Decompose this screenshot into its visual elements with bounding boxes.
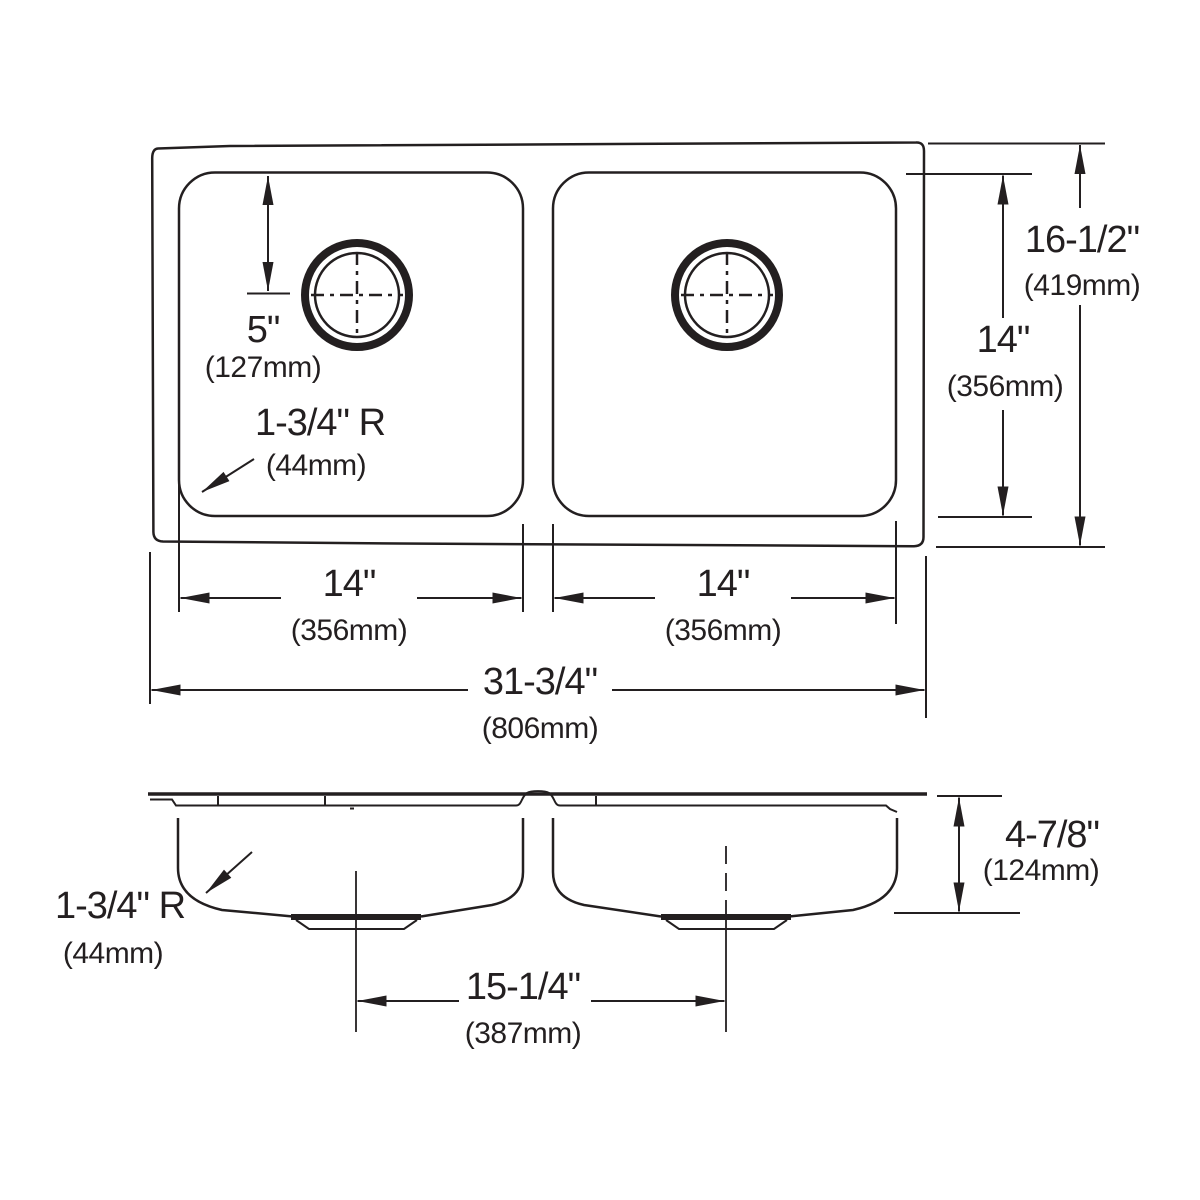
- dim-overall-depth: 16-1/2" (419mm): [928, 142, 1141, 548]
- left-bowl-left-wall: [176, 818, 294, 918]
- dim-bowl-height: 4-7/8" (124mm): [894, 795, 1100, 914]
- callout-corner-radius-side: 1-3/4" R (44mm): [55, 851, 253, 970]
- outer-rim-outline: [150, 141, 926, 548]
- drain-spacing-inches-label: 15-1/4": [466, 966, 580, 1008]
- side-radius-inches-label: 1-3/4" R: [55, 885, 185, 927]
- overall-depth-metric-label: (419mm): [1024, 269, 1141, 302]
- right-bowl-width-inches-label: 14": [697, 563, 750, 605]
- drain-offset-inches-label: 5": [247, 309, 280, 351]
- drain-offset-metric-label: (127mm): [205, 351, 322, 384]
- dim-bowl-depth: 14" (356mm): [906, 173, 1064, 518]
- rim-underside-left: [150, 798, 516, 807]
- right-bowl-width-metric-label: (356mm): [665, 614, 782, 647]
- bowl-depth-metric-label: (356mm): [947, 370, 1064, 403]
- left-bowl-right-wall: [420, 818, 525, 918]
- left-drain-inner-ring: [313, 251, 401, 339]
- corner-radius-leader-arrow: [201, 458, 255, 493]
- left-bowl-outline: [177, 171, 525, 518]
- rim-underside-right: [560, 804, 898, 813]
- right-bowl-left-wall: [551, 818, 662, 918]
- right-drain-inner-ring: [683, 251, 771, 339]
- left-bowl-width-metric-label: (356mm): [291, 614, 408, 647]
- corner-radius-metric-label: (44mm): [266, 449, 366, 482]
- left-drain-outer-ring: [301, 239, 413, 351]
- side-radius-leader-arrow: [205, 851, 253, 894]
- overall-width-inches-label: 31-3/4": [483, 661, 597, 703]
- right-bowl-right-wall: [788, 818, 899, 918]
- corner-radius-inches-label: 1-3/4" R: [255, 402, 385, 444]
- bowl-height-metric-label: (124mm): [983, 854, 1100, 887]
- dim-right-bowl-width: 14" (356mm): [554, 563, 895, 647]
- rim-divider-hump: [515, 790, 561, 807]
- dim-overall-width: 31-3/4" (806mm): [151, 661, 925, 745]
- top-view: 5" (127mm) 1-3/4" R (44mm) 16-1/2" (419m…: [149, 141, 1141, 745]
- right-drain-outer-ring: [671, 239, 783, 351]
- dim-left-bowl-width: 14" (356mm): [180, 563, 522, 647]
- side-radius-metric-label: (44mm): [63, 937, 163, 970]
- overall-depth-inches-label: 16-1/2": [1025, 219, 1139, 261]
- dim-drain-spacing: 15-1/4" (387mm): [357, 966, 725, 1050]
- side-view: 1-3/4" R (44mm) 4-7/8" (124mm) 15-1/4" (…: [55, 790, 1100, 1050]
- bowl-height-inches-label: 4-7/8": [1005, 814, 1099, 856]
- left-bowl-width-inches-label: 14": [323, 563, 376, 605]
- callout-corner-radius-top: 1-3/4" R (44mm): [201, 402, 386, 493]
- right-bowl-outline: [551, 171, 898, 518]
- right-drain: [671, 239, 783, 351]
- drain-spacing-metric-label: (387mm): [465, 1017, 582, 1050]
- left-drain: [301, 239, 413, 351]
- overall-width-metric-label: (806mm): [482, 712, 599, 745]
- bowl-depth-inches-label: 14": [977, 319, 1030, 361]
- dim-drain-offset: 5" (127mm): [205, 176, 322, 384]
